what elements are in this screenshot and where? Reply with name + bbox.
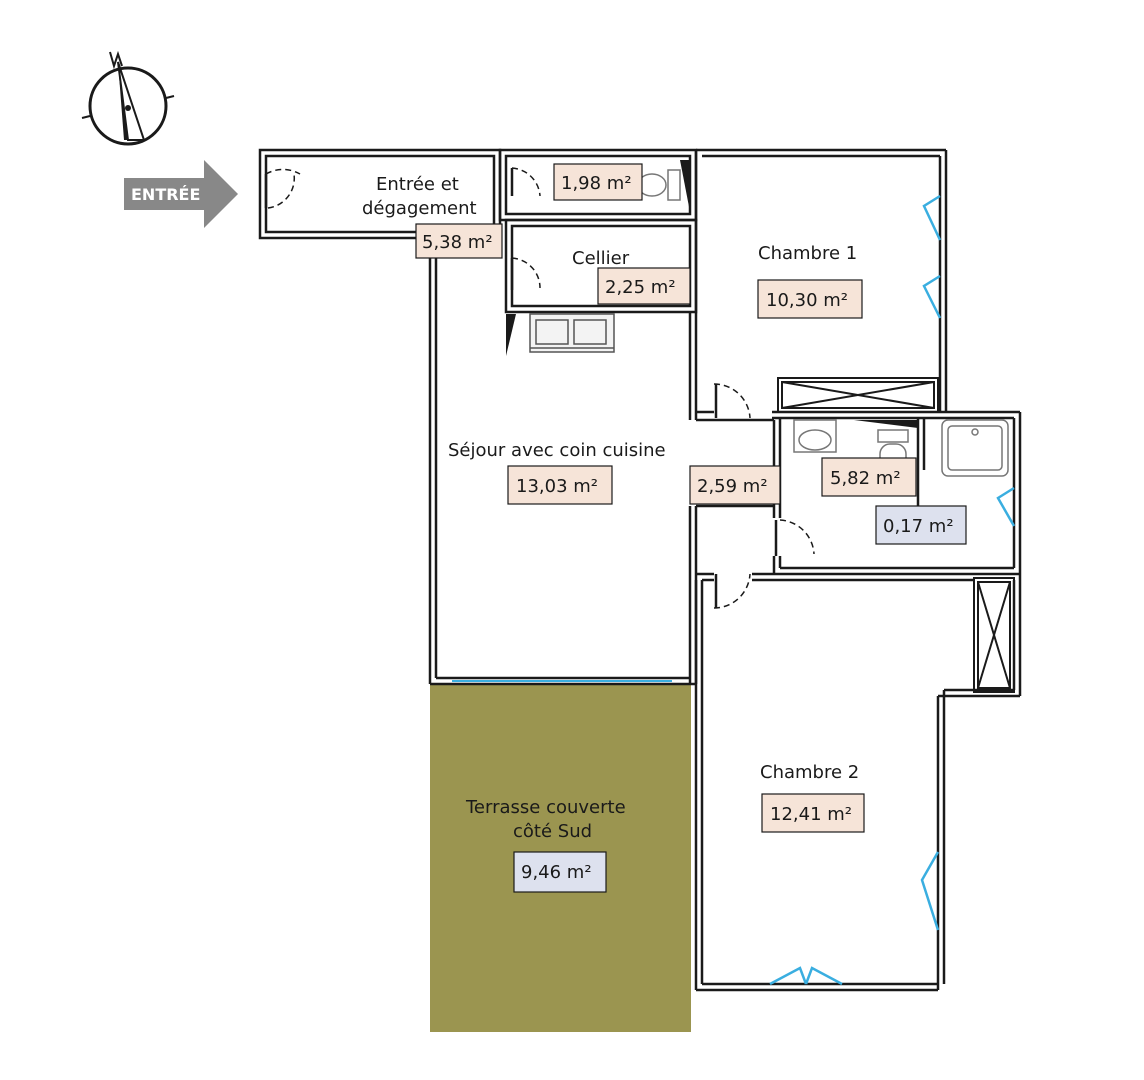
- badge-cellier: [597, 267, 691, 305]
- terrasse-name-line1: Terrasse couverte: [465, 797, 626, 818]
- badge-terrasse: [513, 851, 607, 893]
- entree-area: 5,38 m²: [422, 232, 493, 253]
- cellier-area: 2,25 m²: [605, 277, 676, 298]
- door-leaves: [264, 168, 778, 608]
- chambre2-name: Chambre 2: [760, 762, 859, 783]
- terrasse-name-line2: côté Sud: [513, 821, 592, 842]
- chambre2-area: 12,41 m²: [770, 804, 852, 825]
- entrance-label: ENTRÉE: [131, 185, 200, 204]
- sejour-area: 13,03 m²: [516, 476, 598, 497]
- shower-icon: [941, 419, 1009, 477]
- entrance-arrow: [124, 160, 238, 228]
- terrasse-area: 9,46 m²: [521, 862, 592, 883]
- compass-icon: [81, 50, 175, 146]
- closet-chambre1: [777, 377, 939, 413]
- entree-name-line1: Entrée et: [376, 174, 459, 195]
- badge-chambre1: [757, 279, 863, 319]
- closet-chambre2: [973, 577, 1015, 693]
- walls: [258, 148, 1022, 992]
- badge-degagement2: [689, 465, 781, 505]
- badge-sdb-extra: [875, 505, 967, 545]
- badge-entree: [415, 223, 503, 259]
- chambre1-name: Chambre 1: [758, 243, 857, 264]
- chambre1-area: 10,30 m²: [766, 290, 848, 311]
- wall-markers: [506, 160, 918, 428]
- sdb-extra-area: 0,17 m²: [883, 516, 954, 537]
- doors: [265, 167, 815, 609]
- badge-wc: [553, 163, 643, 201]
- toilet-icon: [637, 169, 681, 201]
- sdb-area: 5,82 m²: [830, 468, 901, 489]
- area-badges: [415, 163, 967, 893]
- badge-sejour: [507, 465, 613, 505]
- badge-sdb: [821, 457, 917, 497]
- sejour-name: Séjour avec coin cuisine: [448, 440, 666, 461]
- degagement2-area: 2,59 m²: [697, 476, 768, 497]
- cellier-name: Cellier: [572, 248, 630, 269]
- entree-name-line2: dégagement: [362, 198, 477, 219]
- windows: [769, 194, 1016, 986]
- washbasin-icon: [793, 419, 837, 453]
- badge-chambre2: [761, 793, 865, 833]
- wc-area: 1,98 m²: [561, 173, 632, 194]
- kitchen-sink-icon: [529, 313, 615, 353]
